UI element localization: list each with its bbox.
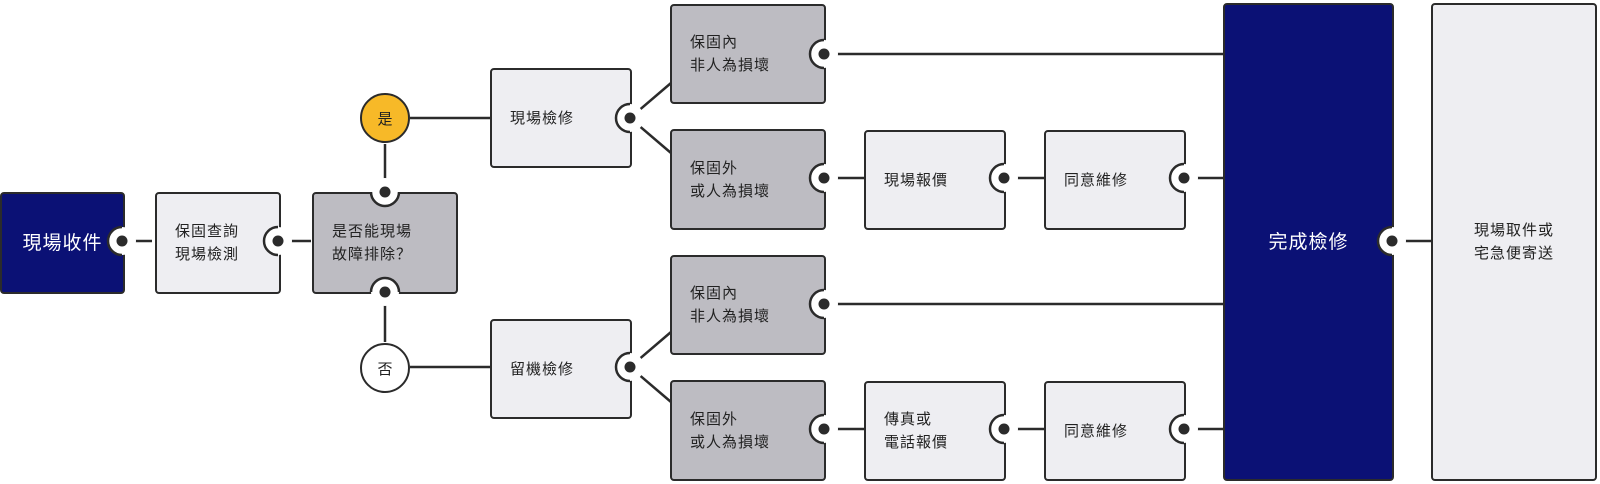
node-complete: 完成檢修 (1223, 3, 1394, 481)
no-label: 否 (377, 359, 393, 378)
node-agree-top-label: 同意維修 (1064, 170, 1129, 189)
node-hold-repair-label: 留機檢修 (510, 359, 575, 378)
node-warranty-in-top-label: 保固內 非人為損壞 (690, 33, 771, 74)
node-warranty-in-bottom: 保固內 非人為損壞 (670, 255, 826, 355)
node-warranty-in-top: 保固內 非人為損壞 (670, 4, 826, 104)
node-fax-quote-label: 傳真或 電話報價 (884, 410, 949, 451)
node-warranty-out-bottom: 保固外 或人為損壞 (670, 380, 826, 481)
connector-onsite-out (629, 117, 672, 154)
yes-circle: 是 (360, 93, 410, 143)
node-complete-label: 完成檢修 (1268, 230, 1349, 253)
connector-hold-out (629, 366, 672, 403)
node-warranty-out-top: 保固外 或人為損壞 (670, 129, 826, 230)
node-decision-label: 是否能現場 故障排除？ (332, 222, 413, 263)
node-agree-top: 同意維修 (1044, 130, 1186, 230)
node-agree-bottom-label: 同意維修 (1064, 421, 1129, 440)
node-warranty-out-bottom-label: 保固外 或人為損壞 (690, 409, 771, 451)
no-circle: 否 (360, 343, 410, 393)
node-warranty-out-top-label: 保固外 或人為損壞 (690, 158, 771, 200)
node-fax-quote: 傳真或 電話報價 (864, 381, 1006, 481)
connector-hold-in (629, 331, 672, 368)
node-receive: 現場收件 (0, 192, 125, 294)
node-pickup: 現場取件或 宅急便寄送 (1431, 3, 1597, 481)
node-receive-label: 現場收件 (22, 231, 103, 254)
node-agree-bottom: 同意維修 (1044, 381, 1186, 481)
node-pickup-label: 現場取件或 宅急便寄送 (1473, 221, 1554, 262)
node-decision: 是否能現場 故障排除？ (312, 192, 458, 294)
node-check-label: 保固查詢 現場檢測 (175, 222, 240, 263)
node-onsite-quote-label: 現場報價 (884, 170, 949, 189)
node-onsite-repair: 現場檢修 (490, 68, 632, 168)
node-onsite-quote: 現場報價 (864, 130, 1006, 230)
node-onsite-repair-label: 現場檢修 (510, 108, 575, 127)
node-hold-repair: 留機檢修 (490, 319, 632, 419)
connector-onsite-in (629, 82, 672, 119)
node-warranty-in-bottom-label: 保固內 非人為損壞 (690, 284, 771, 325)
node-check: 保固查詢 現場檢測 (155, 192, 281, 294)
yes-label: 是 (377, 109, 393, 128)
